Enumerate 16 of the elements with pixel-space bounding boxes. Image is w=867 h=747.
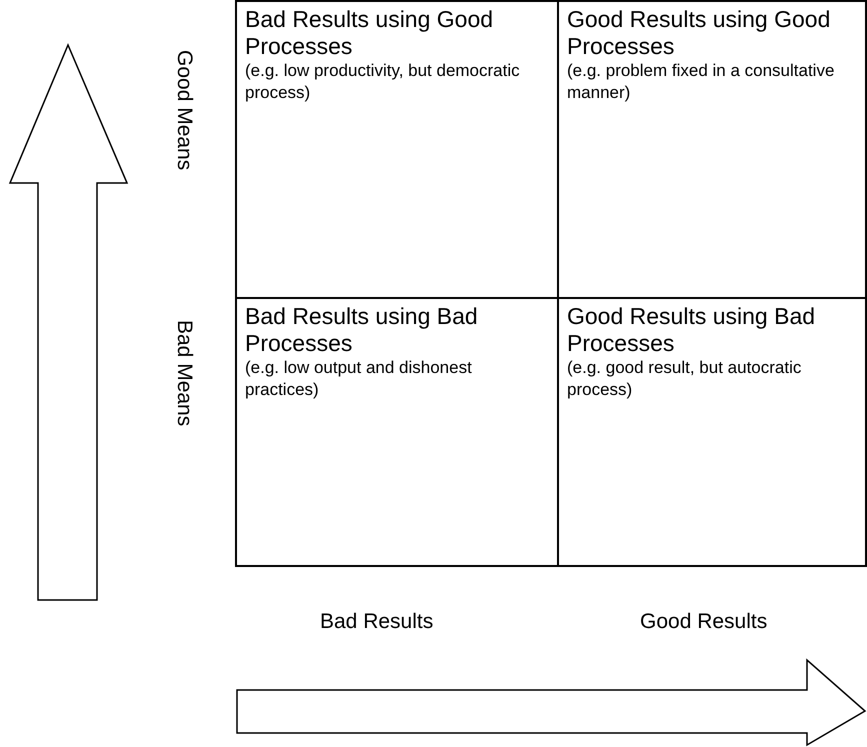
- axis-label: Good Results: [640, 610, 768, 634]
- cell-heading: Good Results using Good Processes: [567, 6, 832, 60]
- cell-description: (e.g. problem fixed in a consultative manner): [567, 60, 836, 104]
- axis-label: Bad Results: [320, 610, 434, 634]
- cell-description: (e.g. good result, but autocratic process): [567, 357, 802, 401]
- axis-label: Bad Means: [172, 320, 196, 426]
- cell-heading: Good Results using Bad Processes: [567, 303, 816, 357]
- axis-label: Good Means: [172, 50, 196, 170]
- cell-heading: Bad Results using Bad Processes: [245, 303, 479, 357]
- matrix-cell: [235, 0, 559, 299]
- matrix-cell: [235, 297, 559, 567]
- cell-heading: Bad Results using Good Processes: [245, 6, 494, 60]
- matrix-cell: [557, 297, 867, 567]
- cell-description: (e.g. low output and dishonest practices): [245, 357, 473, 401]
- matrix-cell: [557, 0, 867, 299]
- cell-description: (e.g. low productivity, but democratic process): [245, 60, 521, 104]
